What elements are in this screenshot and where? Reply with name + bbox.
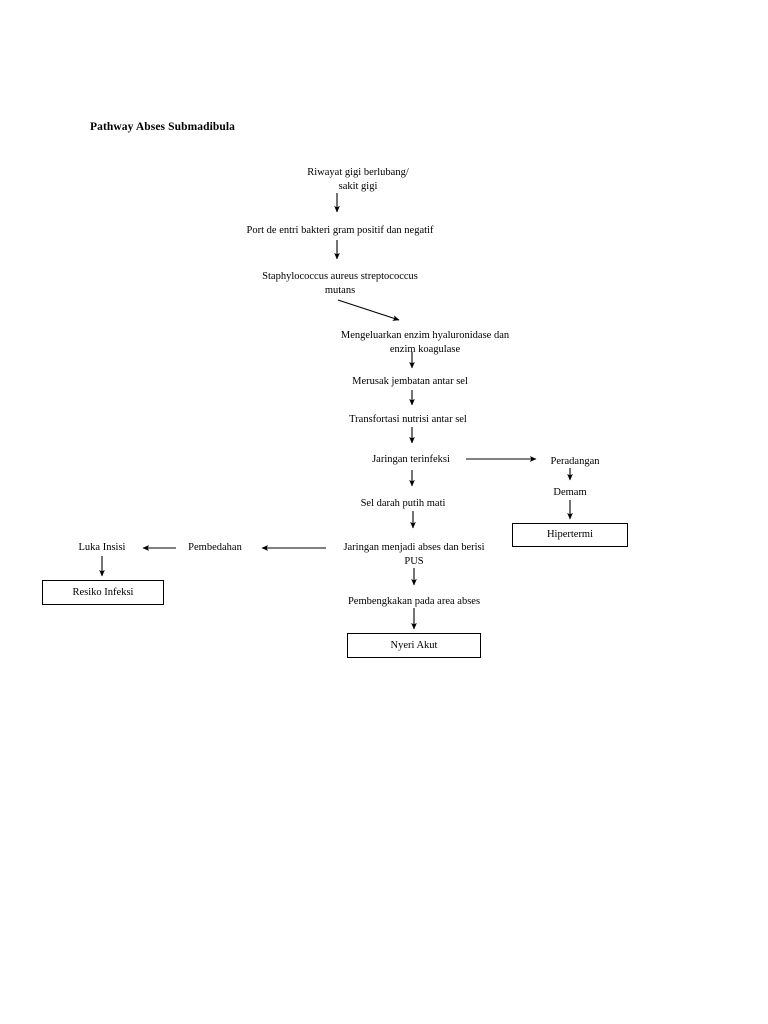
node-pembengkakan: Pembengkakan pada area abses bbox=[347, 596, 481, 607]
edge-n3-n4 bbox=[337, 299, 400, 321]
node-port-de-entri: Port de entri bakteri gram positif dan n… bbox=[246, 225, 434, 236]
node-transfortasi-nutrisi: Transfortasi nutrisi antar sel bbox=[349, 414, 467, 425]
node-jaringan-terinfeksi: Jaringan terinfeksi bbox=[372, 454, 450, 465]
node-demam: Demam bbox=[553, 487, 587, 498]
node-mengeluarkan-enzim: Mengeluarkan enzim hyaluronidase dan enz… bbox=[340, 330, 510, 355]
node-jaringan-abses-pus: Jaringan menjadi abses dan berisi PUS bbox=[343, 542, 485, 567]
node-merusak-jembatan: Merusak jembatan antar sel bbox=[352, 376, 468, 387]
box-nyeri-akut: Nyeri Akut bbox=[347, 633, 481, 658]
node-riwayat-gigi: Riwayat gigi berlubang/ sakit gigi bbox=[307, 167, 409, 192]
box-hipertermi: Hipertermi bbox=[512, 523, 628, 547]
box-resiko-infeksi: Resiko Infeksi bbox=[42, 580, 164, 605]
page-title: Pathway Abses Submadibula bbox=[90, 121, 236, 133]
node-staphylococcus: Staphylococcus aureus streptococcus muta… bbox=[262, 271, 418, 296]
node-sel-darah-putih-mati: Sel darah putih mati bbox=[360, 498, 446, 509]
node-pembedahan: Pembedahan bbox=[188, 542, 242, 553]
node-peradangan: Peradangan bbox=[550, 456, 600, 467]
node-luka-insisi: Luka Insisi bbox=[78, 542, 126, 553]
